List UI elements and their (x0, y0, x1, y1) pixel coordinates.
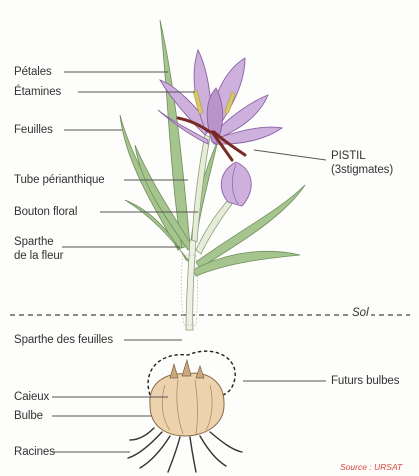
source-credit: Source : URSAT (340, 462, 402, 472)
label-futurs-bulbes: Futurs bulbes (331, 375, 399, 388)
label-sparthe-fleur-line1: Sparthe (14, 236, 54, 249)
leaves (120, 20, 305, 276)
label-sparthe-feuilles: Sparthe des feuilles (14, 334, 113, 347)
stem (186, 240, 196, 330)
label-sparthe-fleur-line2: de la fleur (14, 250, 63, 263)
flower-bud (221, 162, 251, 206)
label-bouton-floral: Bouton floral (14, 206, 77, 219)
bulb (150, 373, 224, 436)
label-racines: Racines (14, 446, 55, 459)
label-bulbe: Bulbe (14, 410, 43, 423)
label-etamines: Étamines (14, 86, 61, 99)
label-feuilles: Feuilles (14, 124, 53, 137)
label-tube-perianthique: Tube périanthique (14, 174, 105, 187)
label-sol: Sol (350, 307, 371, 319)
perianth-tube (192, 135, 210, 242)
cormlets (170, 360, 204, 378)
label-pistil-line1: PISTIL (331, 150, 366, 163)
label-petales: Pétales (14, 66, 52, 79)
label-pistil-line2: (3stigmates) (331, 164, 393, 177)
label-caieux: Caieux (14, 391, 49, 404)
